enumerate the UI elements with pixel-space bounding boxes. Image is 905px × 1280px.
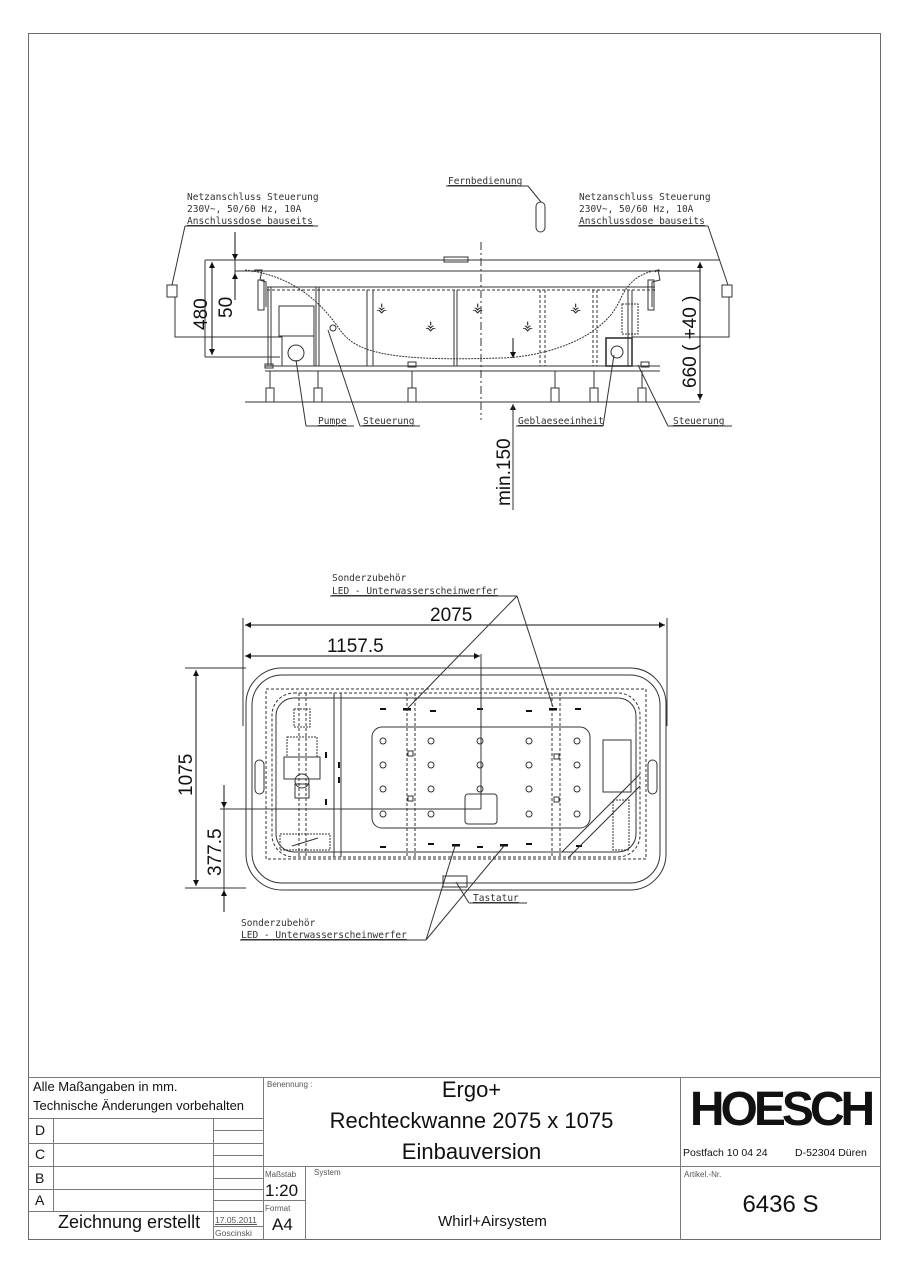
keypad-label: Tastatur xyxy=(473,893,519,904)
created-date: 17.05.2011 xyxy=(215,1215,257,1225)
left-power-label-line3: Anschlussdose bauseits xyxy=(187,216,313,227)
created-label: Zeichnung erstellt xyxy=(58,1212,201,1232)
led-bottom-label-line1: Sonderzubehör xyxy=(241,918,316,929)
dim-660: 660 ( +40 ) xyxy=(680,296,701,388)
scale-caption: Maßstab xyxy=(265,1170,297,1179)
blower-label: Geblaeseeinheit xyxy=(518,416,604,427)
section-view: ⚶ ⚶ ⚶ ⚶ ⚶ xyxy=(166,185,733,510)
system-value: Whirl+Airsystem xyxy=(438,1213,547,1230)
note-units: Alle Maßangaben in mm. xyxy=(33,1079,178,1094)
brand-logo: HOESCH xyxy=(689,1083,875,1136)
scale-value: 1:20 xyxy=(265,1181,299,1200)
plan-view xyxy=(185,595,668,941)
left-power-label-line2: 230V~, 50/60 Hz, 10A xyxy=(187,204,302,215)
led-top-label-line2: LED - Unterwasserscheinwerfer xyxy=(332,586,498,597)
plan-view-dimensions: 2075 1157.5 1075 377.5 xyxy=(176,605,472,876)
dim-480: 480 xyxy=(191,298,212,330)
system-caption: System xyxy=(314,1168,341,1177)
address-city: D-52304 Düren xyxy=(795,1147,867,1159)
right-power-label-line3: Anschlussdose bauseits xyxy=(579,216,705,227)
svg-text:⚶: ⚶ xyxy=(472,301,483,316)
article-number: 6436 S xyxy=(742,1191,819,1218)
dim-1157-5: 1157.5 xyxy=(327,636,384,657)
drawing-sheet-border xyxy=(28,33,881,1240)
revision-c: C xyxy=(35,1146,46,1162)
note-changes: Technische Änderungen vorbehalten xyxy=(33,1098,245,1113)
section-view-labels: Netzanschluss Steuerung 230V~, 50/60 Hz,… xyxy=(187,176,724,427)
product-name: Ergo+ xyxy=(441,1077,502,1102)
control-left-label: Steuerung xyxy=(363,416,414,427)
svg-text:⚶: ⚶ xyxy=(425,319,436,334)
name-caption: Benennung : xyxy=(267,1080,313,1089)
pump-label: Pumpe xyxy=(318,416,347,427)
format-value: A4 xyxy=(272,1215,293,1234)
created-by: Goscinski xyxy=(215,1228,252,1238)
remote-label: Fernbedienung xyxy=(448,176,522,187)
address-postbox: Postfach 10 04 24 xyxy=(683,1147,768,1159)
revision-a: A xyxy=(35,1192,45,1208)
right-power-label-line1: Netzanschluss Steuerung xyxy=(579,192,711,203)
section-view-dimensions: 480 50 660 ( +40 ) min.150 xyxy=(191,296,701,506)
svg-text:⚶: ⚶ xyxy=(570,301,581,316)
right-power-label-line2: 230V~, 50/60 Hz, 10A xyxy=(579,204,694,215)
plan-view-labels: Sonderzubehör LED - Unterwasserscheinwer… xyxy=(241,573,519,941)
format-caption: Format xyxy=(265,1204,291,1213)
product-version: Einbauversion xyxy=(401,1139,542,1164)
svg-text:⚶: ⚶ xyxy=(522,319,533,334)
dim-377-5: 377.5 xyxy=(205,828,226,876)
led-top-label-line1: Sonderzubehör xyxy=(332,573,407,584)
dim-50: 50 xyxy=(216,297,237,318)
revision-b: B xyxy=(35,1170,45,1186)
dim-2075: 2075 xyxy=(430,605,472,626)
led-bottom-label-line2: LED - Unterwasserscheinwerfer xyxy=(241,930,407,941)
svg-text:⚶: ⚶ xyxy=(376,301,387,316)
article-caption: Artikel.-Nr. xyxy=(684,1170,722,1179)
dim-min150: min.150 xyxy=(494,438,515,506)
revision-d: D xyxy=(35,1122,46,1138)
control-right-label: Steuerung xyxy=(673,416,724,427)
product-description: Rechteckwanne 2075 x 1075 xyxy=(329,1108,614,1133)
dim-1075: 1075 xyxy=(176,754,197,796)
left-power-label-line1: Netzanschluss Steuerung xyxy=(187,192,319,203)
